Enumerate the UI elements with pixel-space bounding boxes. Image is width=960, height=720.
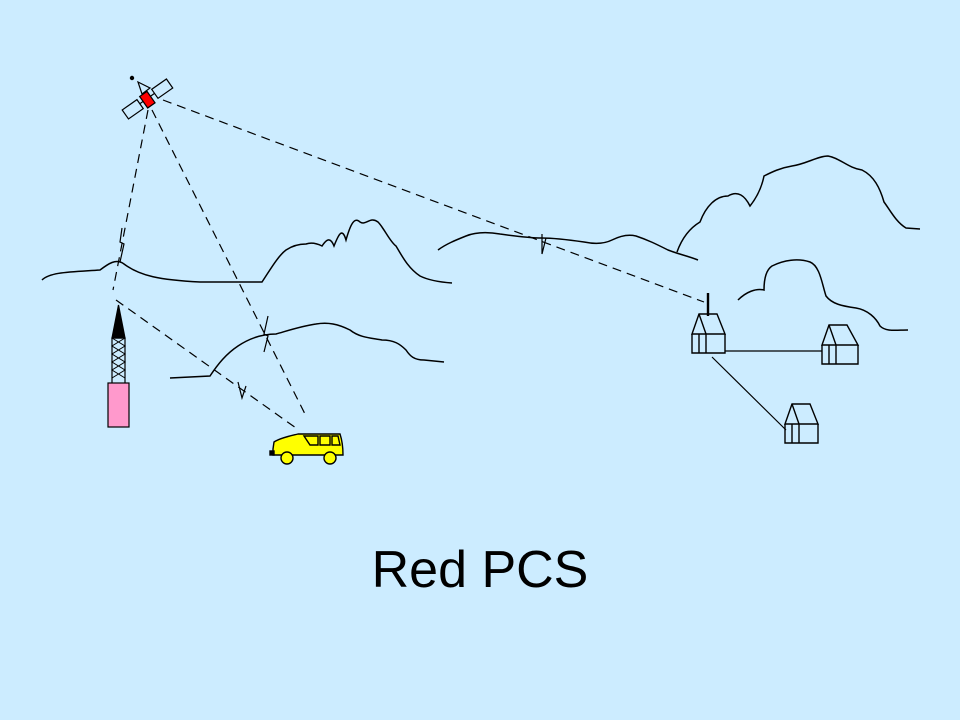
- bolt-car-link-lower: [237, 381, 247, 401]
- tower-antenna-tip: [111, 304, 126, 339]
- mountain-ridge-back-middle: [437, 231, 699, 261]
- wired-links: [711, 350, 822, 431]
- slide-title: Red PCS: [371, 541, 589, 599]
- link-satellite-to-car: [151, 109, 307, 417]
- signal-bolts: [119, 227, 547, 401]
- car-icon: [269, 433, 344, 465]
- link-satellite-to-tower: [112, 109, 149, 291]
- house-right-icon: [821, 324, 860, 365]
- house-lower-icon: [784, 403, 820, 444]
- mountain-ridge-front-right: [737, 259, 909, 332]
- link-tower-to-car: [115, 299, 297, 429]
- bolt-tower-link: [119, 227, 125, 263]
- mountain-ridge-back-right: [676, 155, 921, 253]
- cell-tower-icon: [107, 304, 130, 428]
- radio-links: [112, 99, 705, 429]
- satellite-icon: [121, 75, 174, 120]
- wire-main-to-lower: [711, 356, 787, 431]
- house-main-icon: [691, 293, 727, 354]
- mountain-ridge-back-left: [41, 219, 453, 284]
- car-wheel-front: [280, 451, 294, 465]
- mountain-ridge-front-left: [169, 322, 445, 379]
- satellite-dish-icon: [136, 80, 152, 95]
- bolt-house-link: [541, 234, 547, 255]
- link-satellite-to-house: [162, 99, 705, 303]
- tower-base: [107, 382, 130, 428]
- car-wheel-rear: [323, 451, 337, 465]
- bolt-car-link-upper: [263, 315, 269, 353]
- terrain: [41, 155, 921, 379]
